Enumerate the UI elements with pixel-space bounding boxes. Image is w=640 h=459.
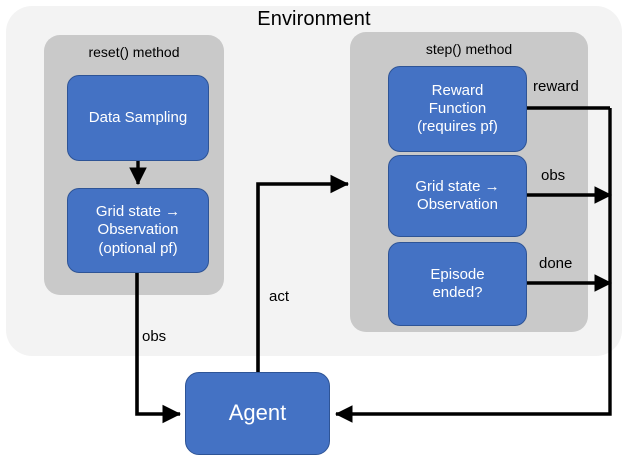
edge-label-reward: reward — [533, 78, 579, 95]
step-method-title: step() method — [425, 41, 513, 57]
environment-title: Environment — [257, 8, 371, 30]
edge-label-obs-right: obs — [541, 167, 566, 184]
edge-label-obs-left: obs — [142, 328, 167, 345]
node-agent[interactable]: Agent — [185, 372, 330, 455]
edge-label-done: done — [539, 255, 573, 272]
edge-label-act: act — [269, 288, 290, 305]
node-data-sampling[interactable]: Data Sampling — [67, 75, 209, 161]
reset-method-title: reset() method — [88, 44, 180, 60]
node-episode-ended[interactable]: Episode ended? — [388, 242, 527, 326]
node-grid-state-observation-step[interactable]: Grid state → Observation — [388, 155, 527, 237]
node-reward-function[interactable]: Reward Function (requires pf) — [388, 66, 527, 152]
node-grid-state-observation-reset[interactable]: Grid state → Observation (optional pf) — [67, 188, 209, 273]
